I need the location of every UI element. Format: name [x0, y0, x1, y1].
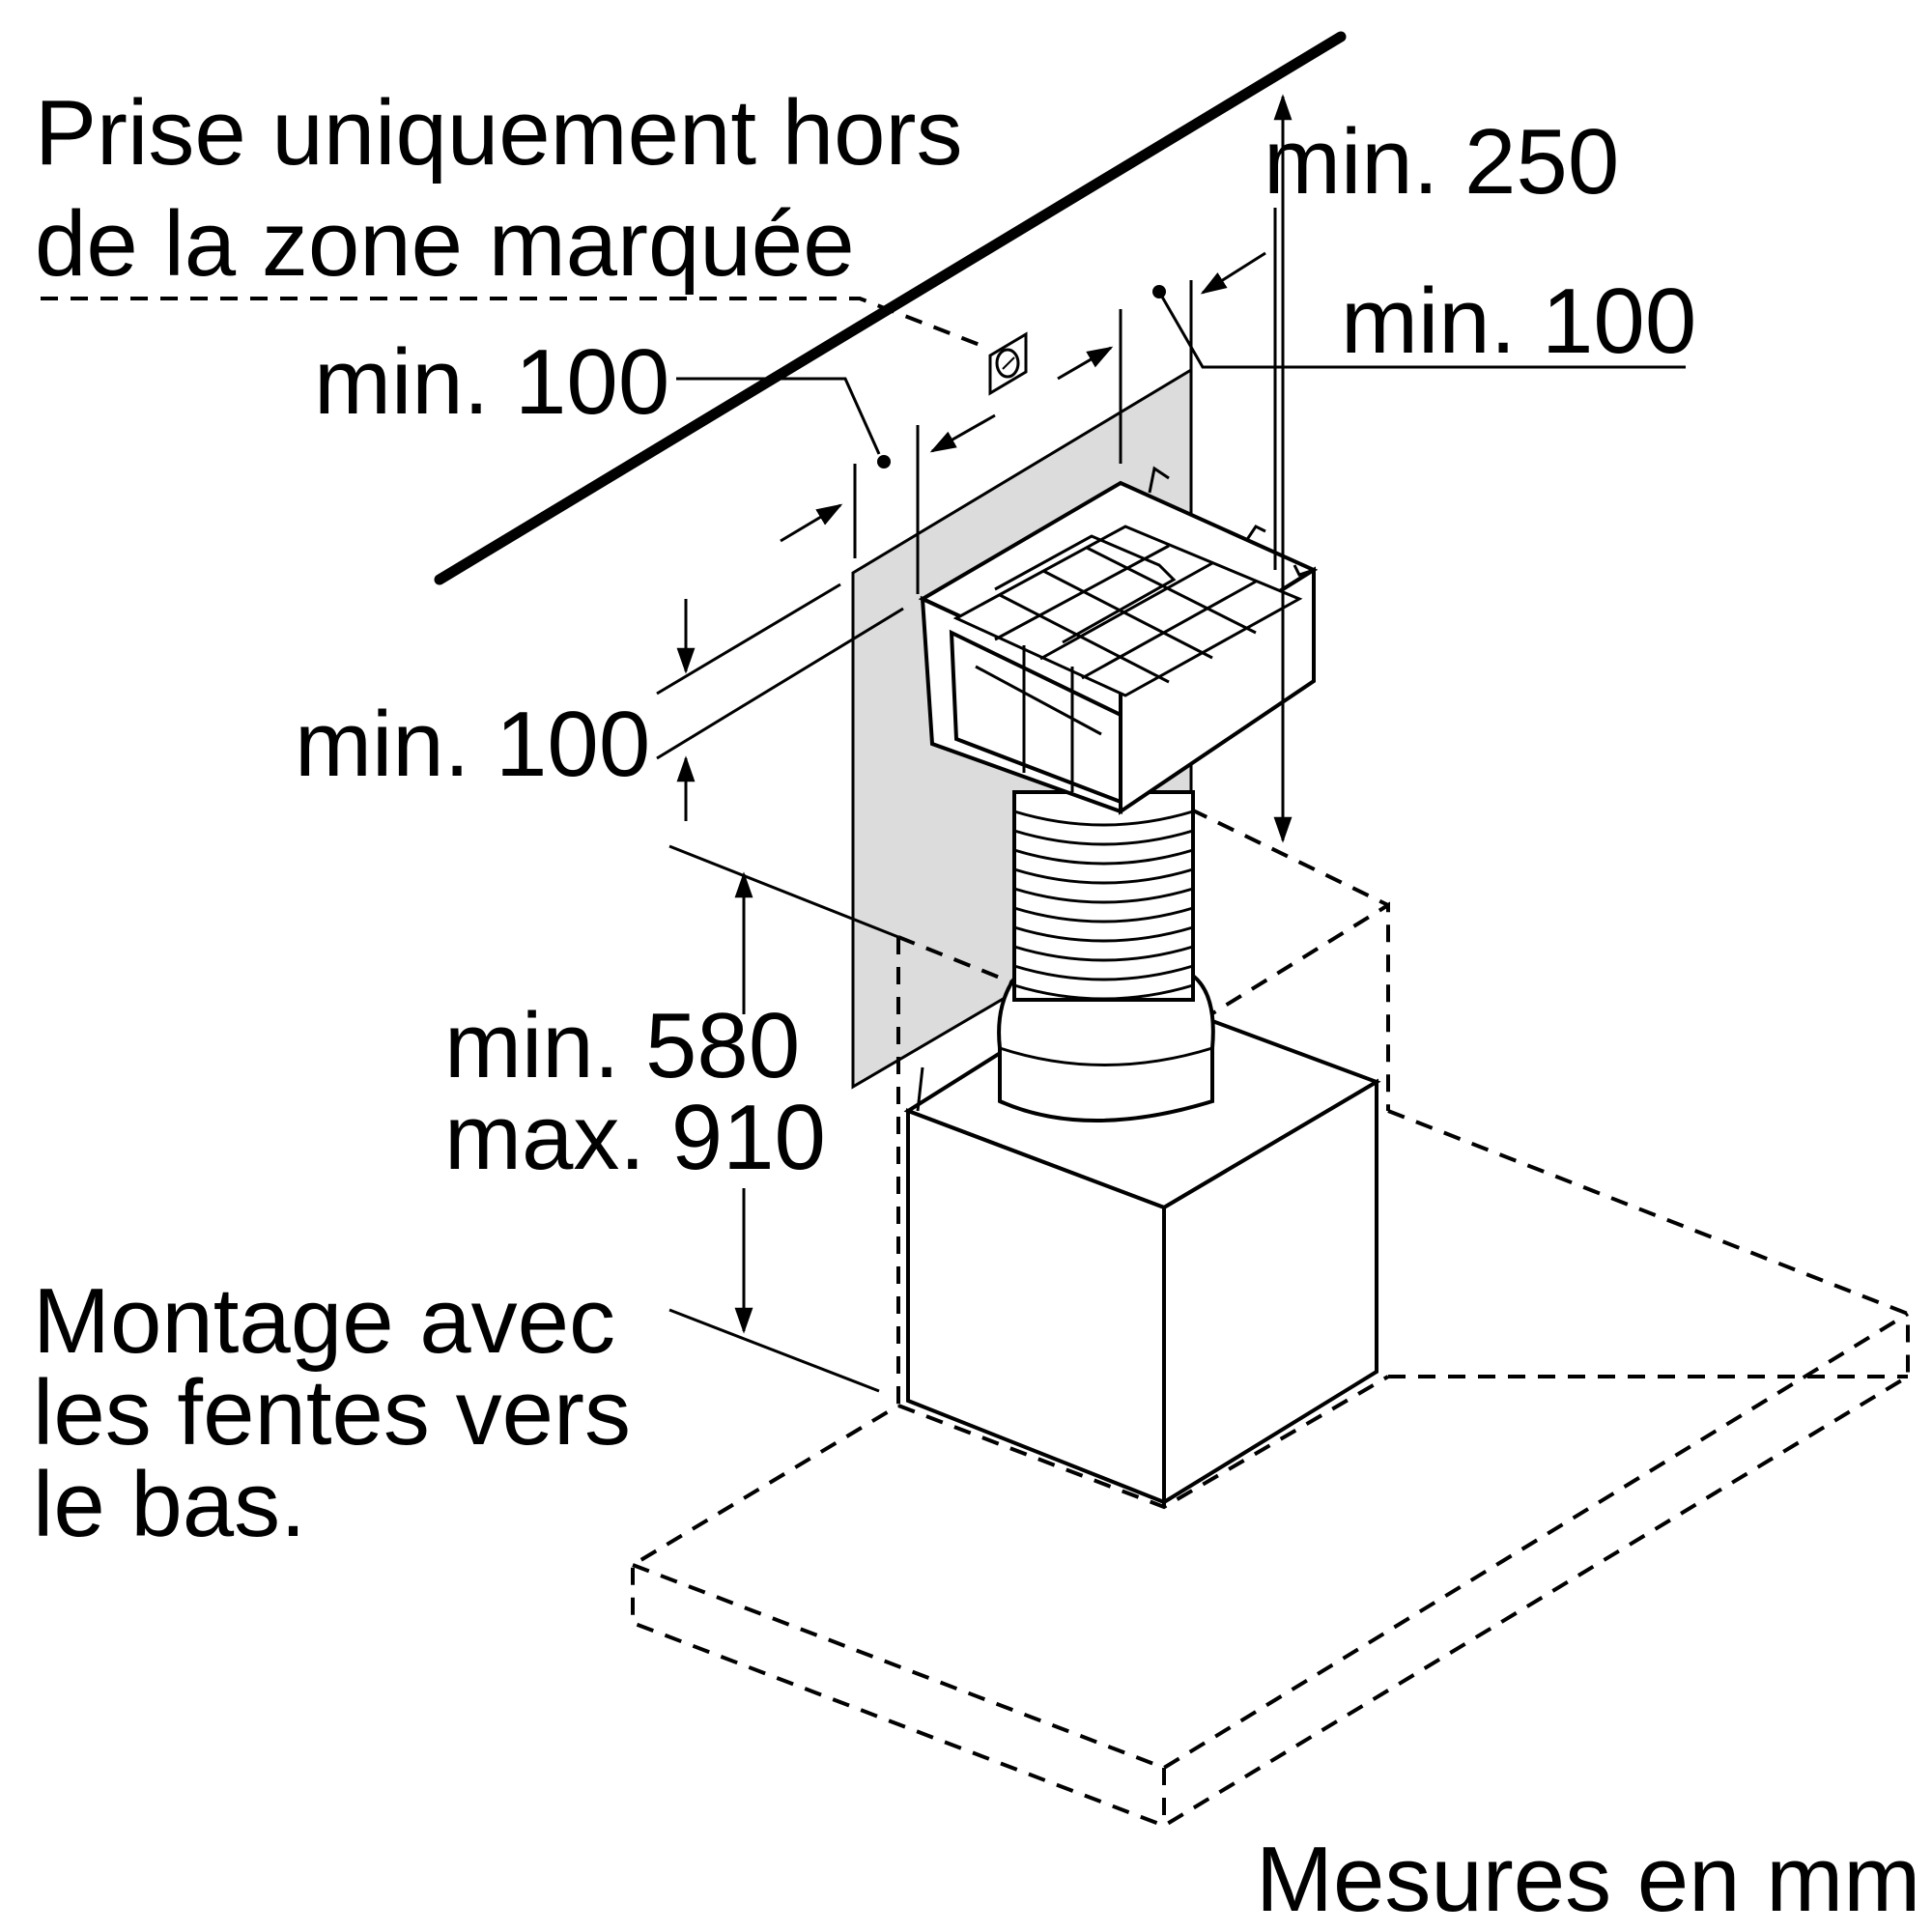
socket-note-line1: Prise uniquement hors: [35, 81, 963, 185]
mounting-note-line2: les fentes vers: [33, 1361, 631, 1464]
dim-top-height-label: min. 250: [1264, 110, 1619, 213]
mounting-note-line3: le bas.: [33, 1453, 306, 1556]
dim-height-min-label: min. 580: [444, 994, 800, 1097]
dim-above-filter: [656, 582, 904, 821]
mounting-note-line1: Montage avec: [33, 1269, 615, 1373]
socket-icon: [988, 331, 1028, 396]
carbon-filter-module: [918, 466, 1319, 815]
socket-note-line2: de la zone marquée: [35, 192, 855, 296]
ceiling-line: [434, 31, 1347, 585]
dim-top-height: [1273, 94, 1293, 843]
dim-above-filter-label: min. 100: [295, 693, 650, 796]
socket-note-leader: [41, 297, 988, 350]
dim-left-side: [676, 377, 996, 594]
dim-right-side: [1057, 251, 1686, 464]
dim-right-side-label: min. 100: [1341, 270, 1696, 373]
units-note: Mesures en mm: [1256, 1828, 1920, 1931]
dim-left-side-label: min. 100: [314, 330, 669, 434]
flexible-duct: [997, 790, 1215, 1122]
dim-height-max-label: max. 910: [444, 1086, 826, 1189]
dim-hood-height: [668, 844, 899, 1393]
